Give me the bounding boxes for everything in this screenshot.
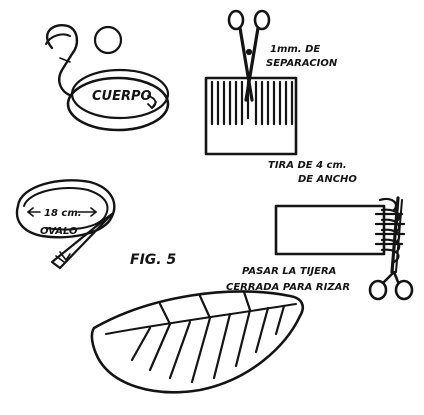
curled-strip (45, 24, 79, 98)
gap-label-line2: SEPARACION (266, 58, 338, 69)
body-label: CUERPO (92, 89, 152, 104)
oval-label: OVALO (40, 226, 78, 237)
leaf-veins (130, 290, 286, 384)
scissors-label-line1: PASAR LA TIJERA (242, 266, 336, 277)
scissors-icon (227, 9, 271, 102)
oval-strip-tail (50, 212, 114, 270)
strip-label-line1: TIRA DE 4 cm. (268, 160, 347, 171)
figure-label: FIG. 5 (130, 252, 176, 268)
curl-strip (274, 204, 386, 256)
curl-strip-assembly: PASAR LA TIJERA CERRADA PARA RIZAR (226, 196, 414, 301)
scissors-icon (368, 196, 414, 301)
fringe-cuts (210, 80, 294, 126)
leaf-shape (90, 290, 304, 394)
strip-label-line2: DE ANCHO (298, 174, 357, 185)
gap-label-line1: 1mm. DE (270, 44, 320, 55)
leaf-assembly (90, 290, 304, 394)
scissors-label-line2: CERRADA PARA RIZAR (226, 282, 350, 293)
oval-size-label: 18 cm. (44, 208, 82, 219)
body-oval-top (70, 68, 170, 120)
cut-strip-assembly: 1mm. DE SEPARACION TIRA DE 4 cm. DE ANCH… (204, 9, 357, 185)
body-assembly: CUERPO (45, 24, 170, 132)
small-disc (93, 25, 123, 55)
oval-strip-assembly: 18 cm. OVALO (15, 179, 116, 270)
oval-ring (15, 179, 116, 239)
body-oval-band (66, 76, 170, 132)
